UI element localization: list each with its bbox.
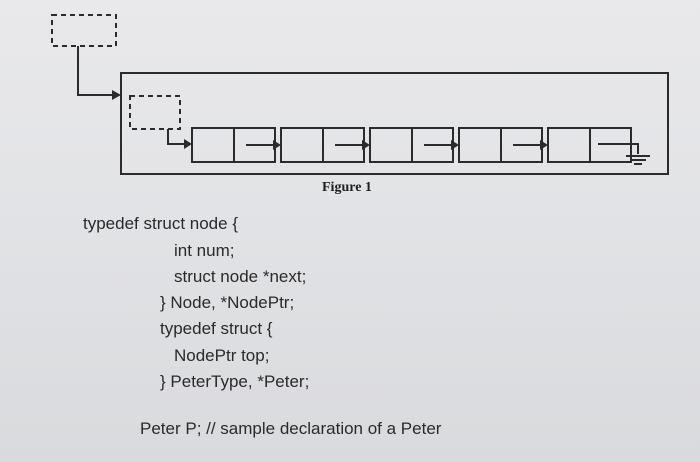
next-pointer-arrowhead — [273, 140, 281, 150]
node-chain — [191, 127, 632, 163]
code-line-declaration: Peter P; // sample declaration of a Pete… — [140, 419, 442, 438]
code-line-typedef-node: typedef struct node { — [83, 214, 238, 233]
list-node — [191, 127, 281, 163]
code-line-num: int num; — [174, 241, 235, 260]
code-line-peter-close: } PeterType, *Peter; — [160, 372, 310, 391]
list-node — [458, 127, 548, 163]
next-pointer-arrowhead — [362, 140, 370, 150]
code-line-next: struct node *next; — [174, 267, 307, 286]
code-line-typedef-peter: typedef struct { — [160, 319, 273, 338]
peter-variable-box — [51, 14, 117, 47]
top-field-box — [129, 95, 181, 130]
next-pointer-arrowhead — [540, 140, 548, 150]
list-node — [369, 127, 459, 163]
top-pointer-arrow — [167, 129, 186, 145]
peter-pointer-arrow — [77, 46, 115, 96]
list-node — [280, 127, 370, 163]
next-pointer-arrowhead — [451, 140, 459, 150]
code-line-top: NodePtr top; — [174, 346, 270, 365]
code-line-node-close: } Node, *NodePtr; — [160, 293, 295, 312]
peter-pointer-arrowhead — [112, 90, 121, 100]
peter-struct-container — [120, 72, 669, 175]
figure-caption: Figure 1 — [322, 180, 372, 195]
null-ground-icon — [598, 143, 650, 165]
top-pointer-arrowhead — [184, 139, 192, 149]
